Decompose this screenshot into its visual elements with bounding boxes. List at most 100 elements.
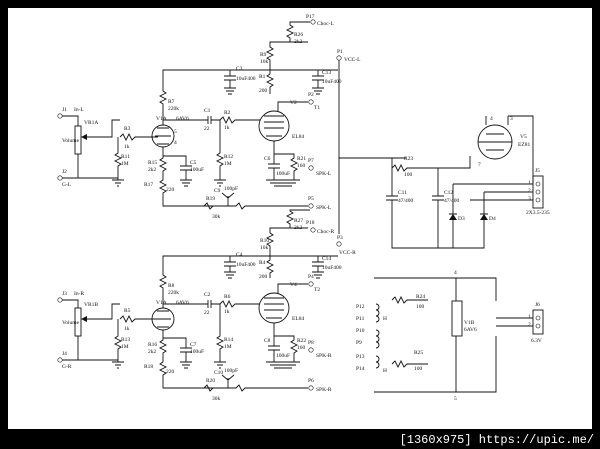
pin-5-label: 4: [174, 140, 177, 146]
diodes-d3-d4: [449, 214, 488, 220]
label-v1a-type: 6AV6: [176, 116, 189, 122]
label-r1: R1: [259, 74, 266, 80]
capacitor-c11: [386, 168, 438, 249]
label-p10: P10: [356, 328, 365, 334]
tube-v5-elements: [478, 133, 512, 151]
label-vr1b: VR1B: [84, 302, 98, 308]
terminal-p7: [308, 165, 314, 171]
label-c7-value: 100uF: [190, 349, 204, 355]
label-r24: R24: [416, 294, 425, 300]
label-r25-value: 100: [414, 366, 423, 372]
label-j4: J4: [62, 351, 67, 357]
label-c6-value: 100uF: [276, 171, 290, 177]
label-c2-value: 22: [204, 310, 210, 316]
connector-j6: [532, 309, 544, 335]
tube-v1a-elements: [155, 127, 171, 145]
label-r15: R15: [148, 160, 157, 166]
terminal-p18: [310, 227, 316, 233]
label-r14-value: 1M: [224, 344, 232, 350]
wire-wiper-l: [87, 119, 120, 138]
capacitor-c5: [163, 155, 192, 187]
label-d4: D4: [489, 216, 496, 222]
wire-plate-r: [277, 283, 308, 293]
label-p13: P13: [356, 354, 365, 360]
label-p14: P14: [356, 366, 365, 372]
capacitor-c4: [224, 256, 236, 279]
label-r25: R25: [414, 350, 423, 356]
v1b-pin-4: 4: [454, 270, 457, 276]
channel-left: J1 In-L J2 G-L VR1A Volume R3 1k R11 1M …: [57, 14, 361, 234]
label-v1b-part: 6AV6: [464, 327, 477, 333]
label-p8: P8: [308, 340, 314, 346]
volume-pot-vr1b: [74, 307, 82, 337]
terminal-p4: [308, 281, 314, 287]
label-c5: C5: [190, 160, 197, 166]
resistor-r6: [219, 299, 260, 309]
pin-label-4: 4: [490, 116, 493, 122]
tube-v4-elements: [264, 297, 284, 319]
label-c12: C12: [444, 190, 453, 196]
label-spk-l: SPK-L: [316, 171, 332, 177]
pin-6-label: 5: [174, 129, 177, 135]
label-v1a-r-type: 6AV6: [176, 300, 189, 306]
label-p2: P2: [308, 92, 314, 98]
capacitor-c13: [312, 70, 324, 95]
label-r23: R23: [404, 156, 413, 162]
label-p5: P5: [308, 196, 314, 202]
label-r2-value: 1k: [224, 125, 230, 131]
capacitor-c2: [163, 300, 220, 308]
label-r19: R19: [206, 196, 215, 202]
v1b-pin-5: 5: [454, 396, 457, 402]
j5-pin-label-1: 1: [528, 180, 531, 186]
j5-pin-3: [535, 197, 541, 203]
resistor-r25: [391, 359, 428, 369]
j6-pin-label-2: 2: [528, 322, 531, 328]
heater-coils: [375, 303, 380, 369]
label-c1: C1: [204, 108, 211, 114]
label-r16: R16: [148, 342, 157, 348]
label-r10: R10: [260, 238, 269, 244]
label-h1: H: [383, 316, 387, 322]
label-ez81: EZ81: [518, 142, 530, 148]
label-j2: J2: [62, 169, 67, 175]
resistor-r27: [285, 209, 310, 228]
label-c14: C14: [322, 256, 331, 262]
label-r18: R18: [144, 364, 153, 370]
terminal-p17: [310, 19, 316, 25]
label-r15-value: 2k2: [148, 167, 157, 173]
capacitor-c12: [432, 168, 444, 248]
label-r20-value: 30k: [212, 396, 221, 402]
tube-v2-el84: [258, 110, 290, 142]
pot-wiper-arrow-r: [81, 316, 87, 322]
label-r16-value: 2k2: [148, 349, 157, 355]
label-r12: R12: [224, 154, 233, 160]
ground-symbol-cathode-l: [266, 179, 300, 187]
pot-wiper-arrow: [81, 134, 87, 140]
resistor-r7-and-b-plus: [158, 69, 338, 125]
label-r19-value: 30k: [212, 214, 221, 220]
label-j5: J5: [535, 168, 540, 174]
resistor-r14: [214, 304, 226, 369]
ground-symbol-r11: [112, 179, 124, 187]
label-c8: C8: [264, 338, 271, 344]
label-r7: R7: [168, 99, 175, 105]
label-g-r: G-R: [62, 364, 72, 370]
label-r6-value: 1k: [224, 309, 230, 315]
capacitor-c9: [221, 192, 235, 206]
label-p7: P7: [308, 158, 314, 164]
label-r12-value: 1M: [224, 161, 232, 167]
resistor-r8-and-b-plus: [158, 255, 338, 308]
resistor-r13: [113, 319, 123, 362]
j5-pin-2: [535, 189, 541, 195]
terminal-p2: [308, 99, 314, 105]
label-in-l: In-L: [74, 107, 84, 113]
volume-pot-vr1a: [74, 125, 82, 155]
cathode-r21-c6: [268, 141, 299, 180]
label-j6-type: 6.3V: [531, 338, 542, 344]
label-r26-value: 2k2: [294, 39, 303, 45]
label-r11: R11: [121, 154, 130, 160]
tube-v1b-elements: [155, 310, 171, 328]
label-r10-value: 10k: [260, 245, 269, 251]
label-c6: C6: [264, 156, 271, 162]
